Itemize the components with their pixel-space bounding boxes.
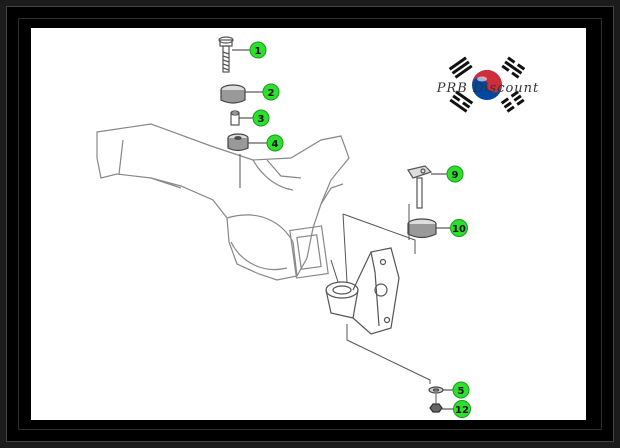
- svg-text:12: 12: [455, 405, 469, 416]
- callout-9: 9: [446, 165, 464, 183]
- callout-10: 10: [450, 219, 468, 237]
- logo-text: PRB Discount: [436, 81, 540, 96]
- flag-trigram-top-left: [448, 56, 473, 79]
- svg-text:9: 9: [452, 170, 459, 181]
- assembly-lines: [239, 154, 437, 404]
- svg-text:1: 1: [255, 46, 262, 57]
- part-bolt-1: [218, 36, 234, 73]
- part-bolt-9: [407, 165, 433, 209]
- part-spacer-3: [230, 110, 240, 126]
- callout-4: 4: [266, 134, 284, 152]
- callout-12: 12: [453, 400, 471, 418]
- part-nut-12: [429, 403, 443, 413]
- callout-1: 1: [249, 41, 267, 59]
- callout-leaders: [232, 49, 454, 410]
- flag-taegeuk-icon: [472, 70, 502, 100]
- svg-text:5: 5: [458, 386, 465, 397]
- diagram-svg: 1 2 3 4 9 10 5: [96, 36, 540, 418]
- svg-text:2: 2: [268, 88, 275, 99]
- parts-diagram: 1 2 3 4 9 10 5: [31, 28, 586, 420]
- svg-text:10: 10: [452, 224, 466, 235]
- part-insulator-4: [227, 133, 249, 152]
- callout-3: 3: [252, 109, 270, 127]
- flag-trigram-bottom-left: [449, 90, 474, 113]
- part-washer-5: [428, 386, 444, 394]
- part-insulator-10: [407, 218, 437, 239]
- differential-housing: [96, 123, 350, 281]
- callout-2: 2: [262, 83, 280, 101]
- watermark-logo: PRB Discount: [436, 56, 540, 113]
- flag-trigram-bottom-right: [500, 90, 525, 113]
- callout-5: 5: [452, 381, 470, 399]
- part-insulator-2: [220, 84, 246, 104]
- svg-text:4: 4: [272, 139, 279, 150]
- mount-bracket: [325, 247, 400, 335]
- flag-trigram-top-right: [501, 56, 526, 79]
- svg-text:3: 3: [258, 114, 265, 125]
